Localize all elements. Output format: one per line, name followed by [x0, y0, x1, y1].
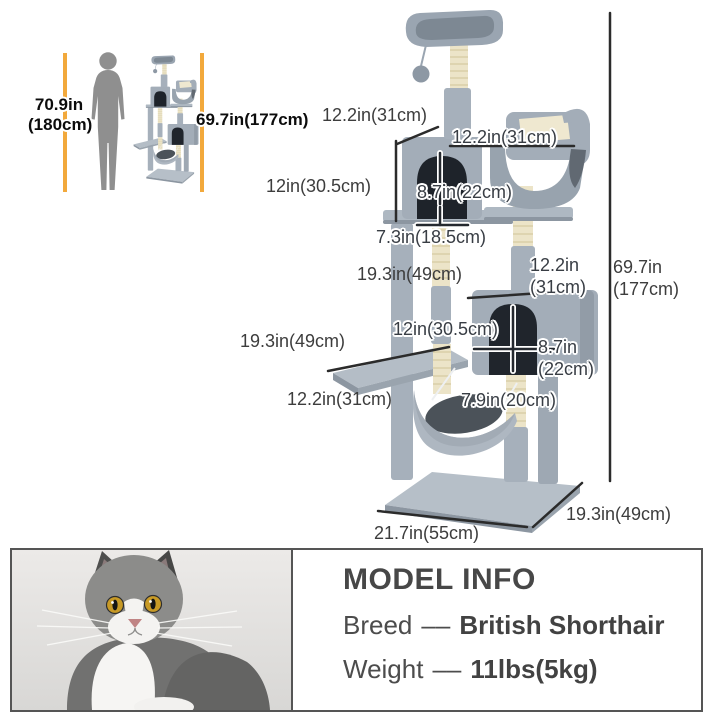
dim-left-platform-width: 12.2in(31cm)	[287, 389, 393, 409]
weight-label: Weight	[343, 654, 424, 684]
cat-tree-thumbnail	[133, 55, 199, 184]
dim-lower-condo-height: 12in(30.5cm)	[393, 319, 499, 339]
dimension-diagram	[63, 9, 612, 533]
cat-photo	[12, 550, 293, 710]
breed-label: Breed	[343, 610, 413, 640]
dim-hammock-width: 7.9in(20cm)	[461, 390, 557, 410]
dim-lower-condo-width: 12.2in (31cm)	[530, 255, 587, 297]
weight-value: 11lbs(5kg)	[470, 654, 598, 684]
dim-upper-condo-width: 12.2in(31cm)	[452, 127, 558, 147]
dim-top-perch-width: 12.2in(31cm)	[322, 105, 428, 125]
breed-value: British Shorthair	[459, 610, 665, 640]
breed-separator: ––	[421, 610, 451, 640]
dim-condo-platform-gap: 7.3in(18.5cm)	[376, 227, 487, 247]
dim-upper-condo-opening: 8.7in(22cm)	[417, 182, 513, 202]
dim-upper-condo-height: 12in(30.5cm)	[266, 176, 372, 196]
human-silhouette	[91, 52, 125, 190]
dim-middle-post-height: 19.3in(49cm)	[357, 264, 463, 284]
scale-reference-lines	[63, 53, 204, 192]
model-info-title: MODEL INFO	[343, 563, 536, 596]
dim-base-depth: 19.3in(49cm)	[566, 504, 672, 524]
dim-lower-condo-opening: 8.7in (22cm)	[538, 337, 595, 379]
british-shorthair-cat-image	[12, 550, 291, 710]
weight-separator: ––	[432, 654, 462, 684]
dimension-lines	[326, 11, 612, 529]
pom-pom-toy	[412, 65, 430, 83]
thumbnail-tree-height-label: 69.7in(177cm)	[196, 110, 309, 129]
human-height-label: 70.9in (180cm)	[28, 95, 93, 134]
breed-row: Breed –– British Shorthair	[343, 610, 701, 640]
dim-base-width: 21.7in(55cm)	[374, 523, 480, 543]
dim-total-height: 69.7in (177cm)	[613, 257, 680, 299]
dim-left-post-height: 19.3in(49cm)	[240, 331, 346, 351]
model-info-text: MODEL INFO Breed –– British Shorthair We…	[293, 550, 701, 710]
model-info-panel: MODEL INFO Breed –– British Shorthair We…	[10, 548, 703, 712]
weight-row: Weight –– 11lbs(5kg)	[343, 654, 701, 684]
